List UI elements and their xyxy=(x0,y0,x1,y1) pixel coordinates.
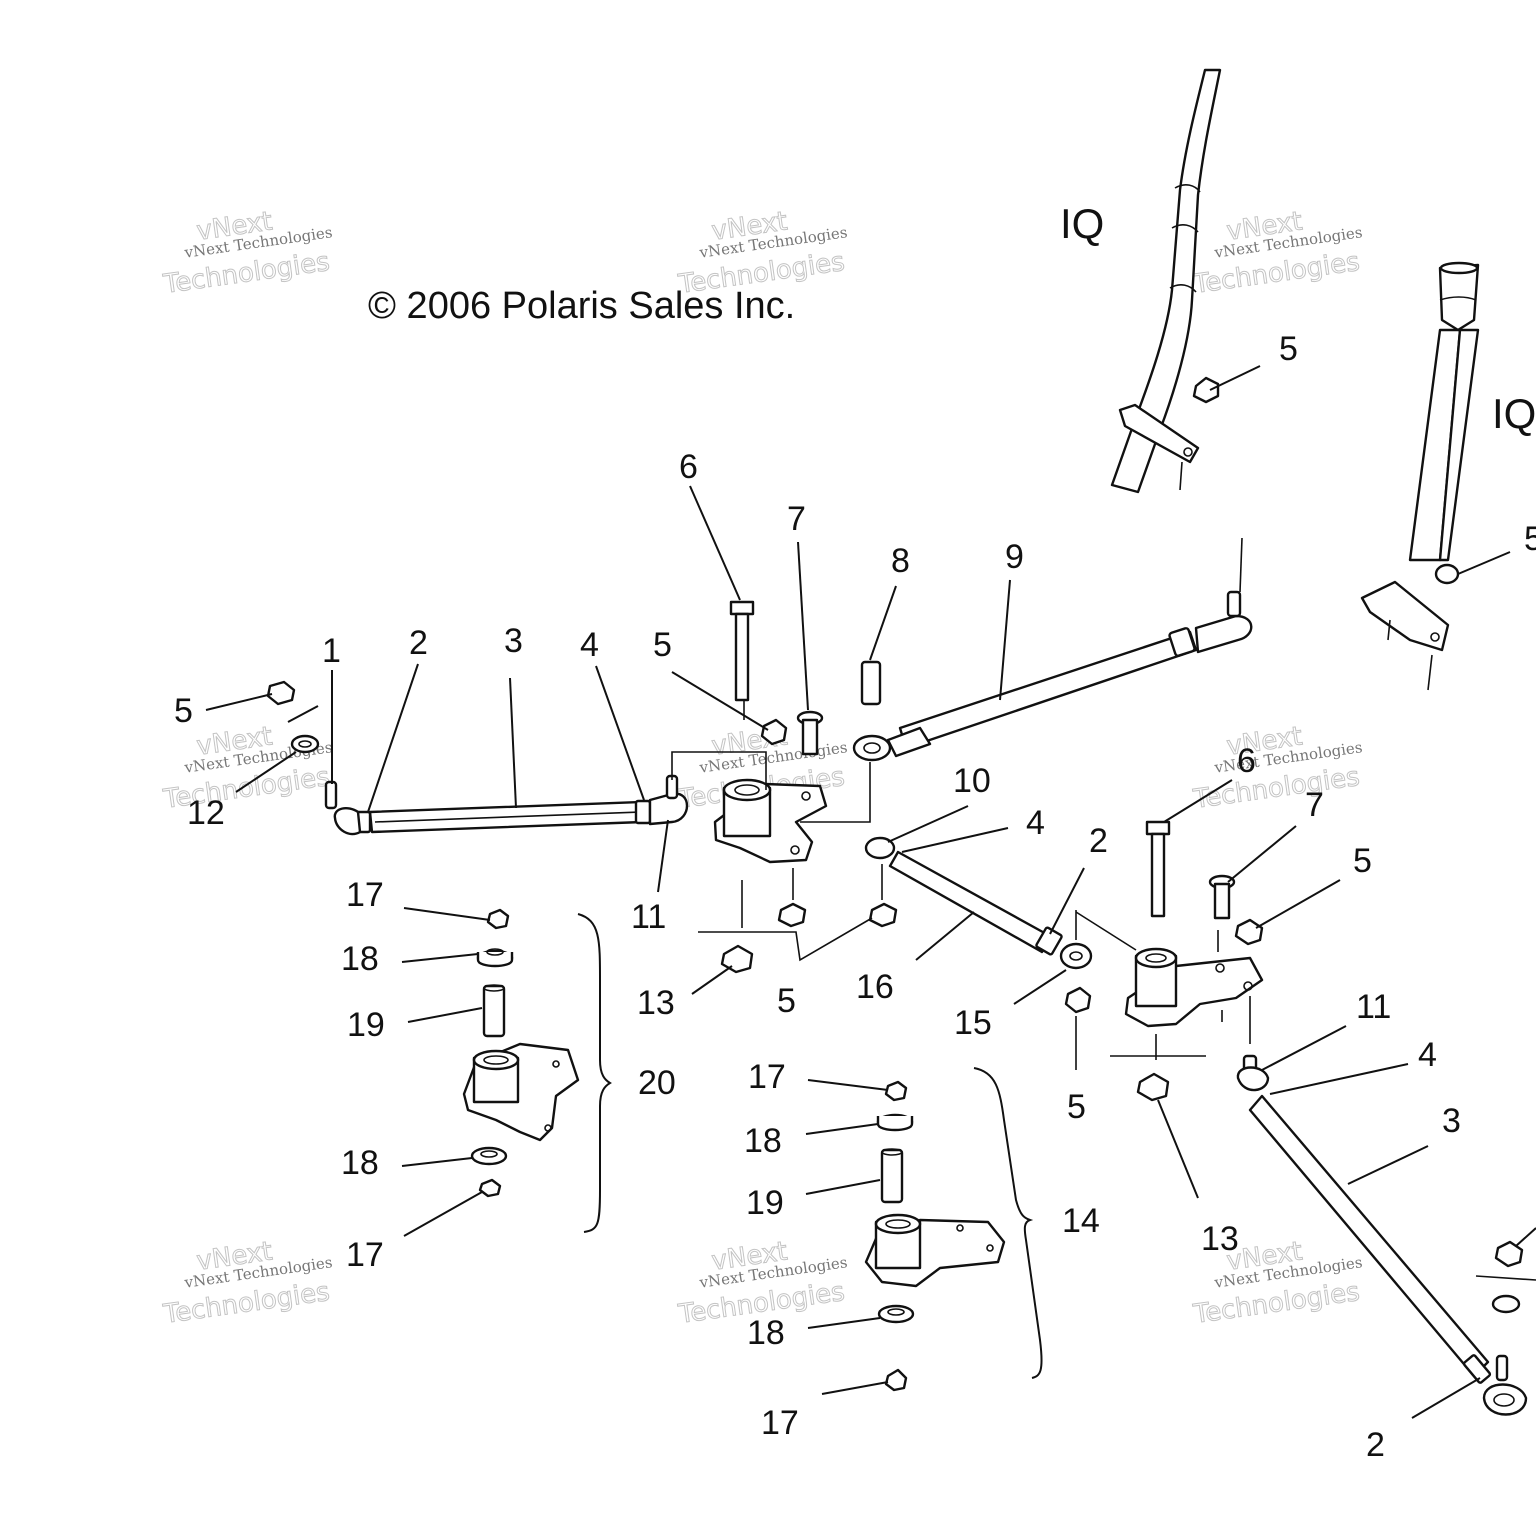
callout-11: 11 xyxy=(631,898,666,936)
nut-5-lower-a xyxy=(777,902,807,928)
callout-7: 7 xyxy=(787,500,806,538)
variant-label-iq-1: IQ xyxy=(1060,200,1104,247)
callout-5: 5 xyxy=(1279,330,1298,368)
watermark-1: vNext vNext Technologies Technologies xyxy=(160,206,333,301)
watermark-7: vNext vNext Technologies Technologies xyxy=(160,1236,333,1331)
steering-column-iq-2 xyxy=(1360,261,1480,691)
right-edge-parts xyxy=(1192,376,1524,1314)
idler-kit-20 xyxy=(462,908,612,1233)
nut-5-right xyxy=(1234,918,1264,946)
callout-8: 8 xyxy=(891,542,910,580)
drag-link-9 xyxy=(852,590,1253,762)
callout-13: 13 xyxy=(637,984,675,1022)
callout-2: 2 xyxy=(1089,822,1108,860)
bolt-7-left xyxy=(796,710,824,756)
callout-16: 16 xyxy=(856,968,894,1006)
callout-4: 4 xyxy=(1026,804,1045,842)
callout-5: 5 xyxy=(777,982,796,1020)
assembly-guide-lines xyxy=(287,537,1536,1281)
callout-5: 5 xyxy=(1353,842,1372,880)
callout-5: 5 xyxy=(1524,520,1536,558)
callout-2: 2 xyxy=(1366,1426,1385,1464)
nut-13-right xyxy=(1136,1072,1170,1102)
callout-19: 19 xyxy=(746,1184,784,1222)
callout-11: 11 xyxy=(1356,988,1391,1026)
callout-3: 3 xyxy=(504,622,523,660)
callout-20: 20 xyxy=(638,1064,676,1102)
bolt-6-right xyxy=(1145,820,1171,918)
callout-5: 5 xyxy=(174,692,193,730)
bolt-7-right xyxy=(1208,874,1236,920)
callout-5: 5 xyxy=(1067,1088,1086,1126)
callout-14: 14 xyxy=(1062,1202,1100,1240)
callout-17: 17 xyxy=(748,1058,786,1096)
callout-7: 7 xyxy=(1305,786,1324,824)
callout-3: 3 xyxy=(1442,1102,1461,1140)
washer-12 xyxy=(290,734,320,754)
callout-13: 13 xyxy=(1201,1220,1239,1258)
callout-18: 18 xyxy=(744,1122,782,1160)
watermark-6: vNext vNext Technologies Technologies xyxy=(1190,721,1363,816)
watermark-2: vNext vNext Technologies Technologies xyxy=(675,206,848,301)
callout-9: 9 xyxy=(1005,538,1024,576)
callout-6: 6 xyxy=(1237,742,1256,780)
tie-rod-left xyxy=(324,774,689,836)
callout-10: 10 xyxy=(953,762,991,800)
callout-4: 4 xyxy=(1418,1036,1437,1074)
callout-15: 15 xyxy=(954,1004,992,1042)
callout-18: 18 xyxy=(341,940,379,978)
watermark-3: vNext vNext Technologies Technologies xyxy=(1190,206,1363,301)
nut-5-upper xyxy=(760,718,788,746)
nut-5-lower-b xyxy=(868,902,898,928)
callout-6: 6 xyxy=(679,448,698,486)
copyright-text: © 2006 Polaris Sales Inc. xyxy=(368,285,795,327)
bolt-6-left xyxy=(729,600,755,702)
callout-18: 18 xyxy=(747,1314,785,1352)
pitman-arm-right xyxy=(1124,947,1264,1028)
callout-4: 4 xyxy=(580,626,599,664)
tie-rod-right xyxy=(1236,1054,1528,1416)
pitman-arm-left xyxy=(713,778,828,864)
callout-18: 18 xyxy=(341,1144,379,1182)
steering-column-iq-1 xyxy=(1110,68,1222,494)
callout-19: 19 xyxy=(347,1006,385,1044)
nut-13-left xyxy=(720,944,754,974)
leader-lines xyxy=(205,365,1536,1419)
bolt-8 xyxy=(860,660,882,706)
variant-label-iq-2: IQ xyxy=(1492,390,1536,437)
callout-2: 2 xyxy=(409,624,428,662)
callout-1: 1 xyxy=(322,632,341,670)
callout-17: 17 xyxy=(346,1236,384,1274)
callout-17: 17 xyxy=(346,876,384,914)
callout-numbers: 1 2 3 4 5 6 7 8 9 5 10 4 2 11 12 17 18 1… xyxy=(174,330,1536,1464)
callout-12: 12 xyxy=(187,794,225,832)
callout-5: 5 xyxy=(653,626,672,664)
idler-kit-14 xyxy=(864,1067,1043,1392)
tie-rod-center xyxy=(864,836,1093,1014)
callout-17: 17 xyxy=(761,1404,799,1442)
nut-5-left xyxy=(266,680,296,706)
